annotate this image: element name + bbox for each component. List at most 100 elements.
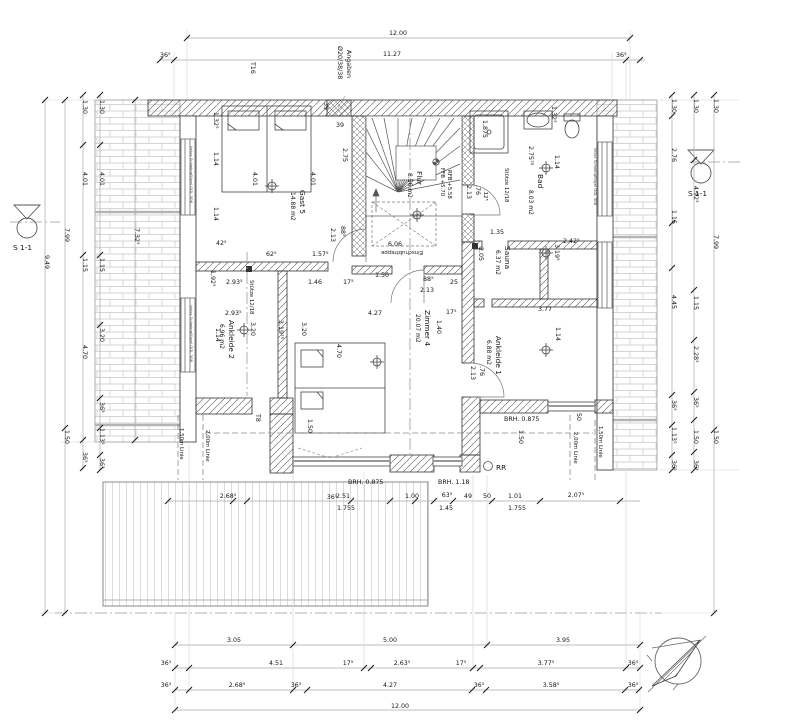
dim-label: 2.07⁵ bbox=[568, 492, 585, 499]
dim-label: 1.875 bbox=[481, 120, 488, 138]
dim-label: 1.30 bbox=[712, 99, 719, 113]
door-t8-label: T8 bbox=[254, 413, 261, 422]
dim-label: 36⁵ bbox=[628, 682, 639, 689]
dim-label: 1.13⁵ bbox=[670, 427, 677, 444]
dim-label: 1.15 bbox=[692, 296, 699, 310]
dim-label: 36⁵ bbox=[161, 660, 172, 667]
dim-label: 36⁵ bbox=[98, 458, 105, 469]
dim-label: 3.20 bbox=[300, 322, 307, 336]
dim-label: 1.00 bbox=[405, 493, 419, 500]
sink bbox=[523, 110, 553, 130]
height-line-label: 1,50m Linie bbox=[178, 428, 184, 460]
room-name-bad: Bad bbox=[536, 174, 545, 189]
room-area-ankleide1: 6.88 m2 bbox=[485, 340, 492, 365]
room-name-ankleide2: Ankleide 2 bbox=[227, 320, 236, 359]
rfb-level-label: RFB +5.58 bbox=[446, 170, 452, 199]
dim-label: .76 bbox=[474, 185, 481, 195]
rain-pipe: RR bbox=[483, 461, 506, 472]
dim-label: 2.75⁷⁸ bbox=[527, 146, 534, 166]
section-marker-left: S 1-1 bbox=[10, 204, 60, 252]
ffb-level-label: FFB +5.70 bbox=[439, 168, 445, 197]
dim-label: 1.14 bbox=[212, 152, 219, 166]
room-name-gast5: Gast 5 bbox=[298, 190, 307, 214]
dim-label: 88⁵ bbox=[339, 226, 346, 237]
dim-label: 3.77 bbox=[538, 306, 552, 313]
dim-label: 2.13 bbox=[420, 287, 434, 294]
dim-label: 3.20 bbox=[249, 322, 256, 336]
level-marker bbox=[432, 158, 440, 166]
dim-label: 49 bbox=[464, 493, 472, 500]
dim-label: 39 bbox=[336, 122, 344, 129]
room-area-ankleide2: 6.96 m2 bbox=[218, 324, 225, 349]
dim-label: 50 bbox=[483, 493, 491, 500]
dim-label: 17⁵ bbox=[446, 309, 457, 316]
section-marker-right: S 1-1 bbox=[686, 149, 740, 198]
toilet bbox=[563, 113, 581, 122]
room-area-bad: 8.03 m2 bbox=[527, 190, 534, 215]
dim-label: 1.13⁵ bbox=[98, 428, 105, 445]
dim-label: 3.19⁷⁵ bbox=[277, 320, 284, 340]
terrace bbox=[102, 481, 429, 607]
dim-label: 63⁵ bbox=[442, 492, 453, 499]
room-name-zimmer4: Zimmer 4 bbox=[423, 310, 432, 346]
dim-label: 36⁵ bbox=[474, 682, 485, 689]
interior-walls bbox=[195, 115, 598, 456]
dim-label: 62⁵ bbox=[266, 251, 277, 258]
dim-label: 2.13 bbox=[329, 228, 336, 242]
dim-label: 1.32⁵ bbox=[212, 112, 219, 129]
room-area-sauna: 6.37 m2 bbox=[494, 250, 501, 275]
height-line-label: 1,50m Linie bbox=[597, 426, 603, 458]
room-name-flur: Flur bbox=[415, 171, 424, 186]
dimension-lines bbox=[44, 37, 715, 711]
ceiling-light-symbols bbox=[237, 161, 553, 369]
velux-label: Velux Schwingflügel GGL 308 bbox=[189, 146, 194, 204]
dim-label: 1.40 bbox=[435, 320, 442, 334]
stuetze-label: Stütze 12/18 bbox=[503, 168, 509, 203]
dim-label: 36⁵ bbox=[98, 402, 105, 413]
dim-label: .76 bbox=[478, 366, 485, 376]
dim-label: 1.01 bbox=[508, 493, 522, 500]
dim-label: 2.63⁵ bbox=[394, 660, 411, 667]
dim-label: 5.00 bbox=[383, 637, 397, 644]
room-area-zimmer4: 20.07 m2 bbox=[414, 314, 421, 343]
dim-label: 7.99 bbox=[63, 228, 70, 242]
dim-label: 42⁵ bbox=[216, 240, 227, 247]
height-line-label: 2,00m Linie bbox=[572, 432, 578, 464]
dim-label: 4.27 bbox=[368, 310, 382, 317]
rr-label: RR bbox=[496, 463, 506, 472]
dim-label: 12.00 bbox=[391, 703, 409, 710]
dim-label: 36⁵ bbox=[327, 494, 338, 501]
dim-label: 2.51 bbox=[336, 493, 350, 500]
dim-label: 1.35 bbox=[490, 229, 504, 236]
brh-label: BRH. 0.875 bbox=[348, 479, 383, 486]
dim-label: 2.13 bbox=[465, 185, 472, 199]
dim-label: 1.50 bbox=[712, 430, 719, 444]
staircase bbox=[365, 115, 463, 217]
dim-label: 36⁵ bbox=[81, 452, 88, 463]
dim-label: 1.45 bbox=[439, 505, 453, 512]
dim-label: 3.58⁵ bbox=[543, 682, 560, 689]
dim-label: 39 bbox=[322, 102, 329, 110]
dim-label: 36⁵ bbox=[670, 400, 677, 411]
dim-label: 11.27 bbox=[383, 51, 401, 58]
dim-label: 3.20 bbox=[98, 328, 105, 342]
dim-label: 7.99 bbox=[712, 235, 719, 249]
dim-label: 1.50 bbox=[306, 419, 313, 433]
dim-label: 2.68⁵ bbox=[220, 493, 237, 500]
dim-label: 1.15 bbox=[670, 210, 677, 224]
dim-label: 25 bbox=[450, 279, 458, 286]
dim-label: 2.68⁵ bbox=[229, 682, 246, 689]
dim-label: 2.75 bbox=[341, 148, 348, 162]
dim-label: 4.70 bbox=[81, 345, 88, 359]
dim-label: 2.76 bbox=[670, 148, 677, 162]
velux-windows bbox=[180, 138, 613, 373]
bathroom-fixtures bbox=[469, 110, 581, 154]
dim-label: 2.42⁵ bbox=[563, 238, 580, 245]
dim-label: 4.92⁵ bbox=[692, 186, 699, 203]
dim-label: 36⁵ bbox=[616, 52, 627, 59]
dim-label: 4.01 bbox=[98, 172, 105, 186]
door-swings bbox=[332, 184, 505, 398]
dim-label: 1.57⁵ bbox=[312, 251, 329, 258]
dim-label: 2.93⁵ bbox=[225, 310, 242, 317]
dim-label: 7.32⁵ bbox=[133, 228, 140, 245]
